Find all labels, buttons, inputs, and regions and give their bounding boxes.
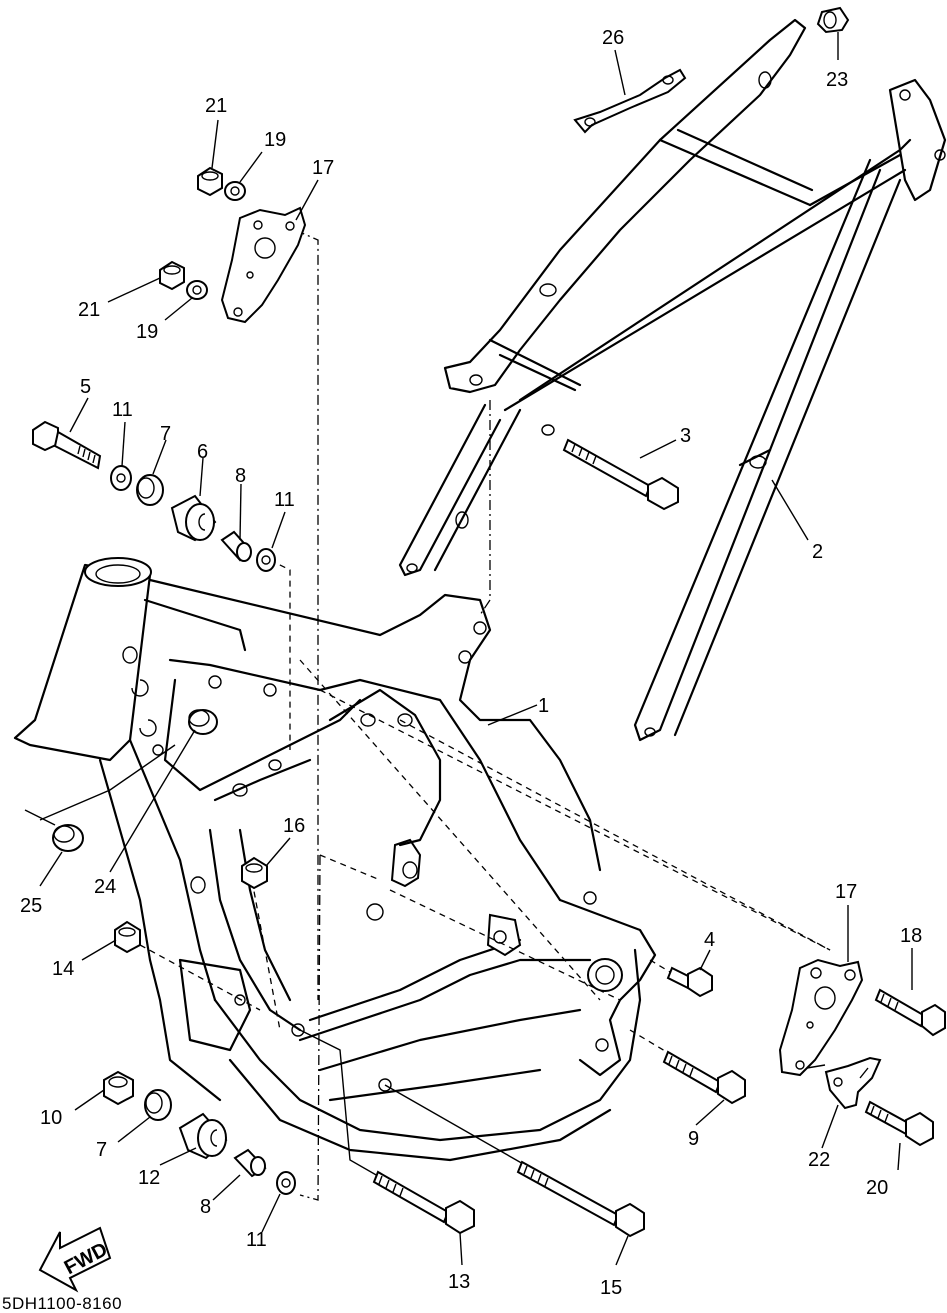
callout-12: 12	[138, 1167, 160, 1189]
main-frame	[13, 557, 657, 1162]
callout-11c: 11	[246, 1229, 267, 1251]
part-22-bracket	[824, 1056, 882, 1110]
callout-26: 26	[602, 27, 624, 49]
callout-8a: 8	[235, 465, 246, 487]
callout-11b: 11	[274, 489, 295, 511]
callout-10: 10	[40, 1107, 62, 1129]
diagram-part-number: 5DH1100-8160	[2, 1294, 122, 1313]
fwd-arrow-icon: FWD	[38, 1226, 111, 1293]
callout-15: 15	[600, 1277, 622, 1299]
part-5-bolt	[32, 420, 102, 470]
callout-13: 13	[448, 1271, 470, 1293]
callout-17a: 17	[312, 157, 334, 179]
part-25-plug	[52, 824, 84, 852]
callout-numbers: 1 2 3 4 5 6 7 7 8 8 9 10 11 11 11 12 13 …	[20, 27, 922, 1299]
part-7-collar-b	[144, 1089, 172, 1121]
part-4-bolt	[666, 966, 713, 998]
callout-21a: 21	[205, 95, 227, 117]
callout-22: 22	[808, 1149, 830, 1171]
part-23-cap	[816, 6, 850, 34]
callout-24: 24	[94, 876, 116, 898]
part-18-bolt	[874, 988, 946, 1037]
part-12-bushing	[178, 1112, 228, 1160]
part-19-washer-b	[186, 280, 208, 300]
part-21-nut-a	[197, 166, 223, 197]
callout-21b: 21	[78, 299, 100, 321]
callout-20: 20	[866, 1177, 888, 1199]
part-14-nut	[114, 920, 141, 954]
callout-8b: 8	[200, 1196, 211, 1218]
part-17-plate-lower	[778, 958, 864, 1077]
callout-11a: 11	[112, 399, 133, 421]
callout-19b: 19	[136, 321, 158, 343]
callout-7a: 7	[160, 423, 171, 445]
part-3-bolt	[562, 438, 679, 511]
callout-16: 16	[283, 815, 305, 837]
rear-subframe	[398, 18, 947, 742]
part-8-collar-b	[233, 1148, 267, 1178]
part-7-collar-a	[136, 474, 164, 506]
callout-19a: 19	[264, 129, 286, 151]
callout-25: 25	[20, 895, 42, 917]
part-26-bracket	[573, 68, 687, 134]
part-17-plate-upper	[220, 206, 307, 324]
part-19-washer-a	[224, 181, 246, 201]
part-15-bolt	[516, 1160, 645, 1238]
assembly-lines	[24, 229, 831, 1201]
part-21-nut-b	[159, 260, 185, 291]
part-8-collar-a	[220, 530, 252, 562]
callout-3: 3	[680, 425, 691, 447]
part-11-washer-a	[110, 465, 132, 491]
callout-5: 5	[80, 376, 91, 398]
callout-6: 6	[197, 441, 208, 463]
callout-17b: 17	[835, 881, 857, 903]
callout-4: 4	[704, 929, 715, 951]
part-11-washer-b	[256, 548, 276, 572]
callout-14: 14	[52, 958, 74, 980]
callout-7b: 7	[96, 1139, 107, 1161]
part-16-nut	[241, 856, 268, 890]
callout-2: 2	[812, 541, 823, 563]
part-6-bushing	[170, 494, 217, 542]
part-13-bolt	[372, 1170, 475, 1235]
part-10-nut	[103, 1070, 134, 1106]
callout-9: 9	[688, 1128, 699, 1150]
fasteners	[32, 6, 946, 1238]
callout-18: 18	[900, 925, 922, 947]
part-11-washer-c	[276, 1171, 296, 1195]
part-20-bolt	[864, 1100, 934, 1147]
callout-23: 23	[826, 69, 848, 91]
part-9-bolt	[662, 1050, 746, 1105]
callout-leaders	[39, 32, 913, 1266]
callout-1: 1	[538, 695, 549, 717]
